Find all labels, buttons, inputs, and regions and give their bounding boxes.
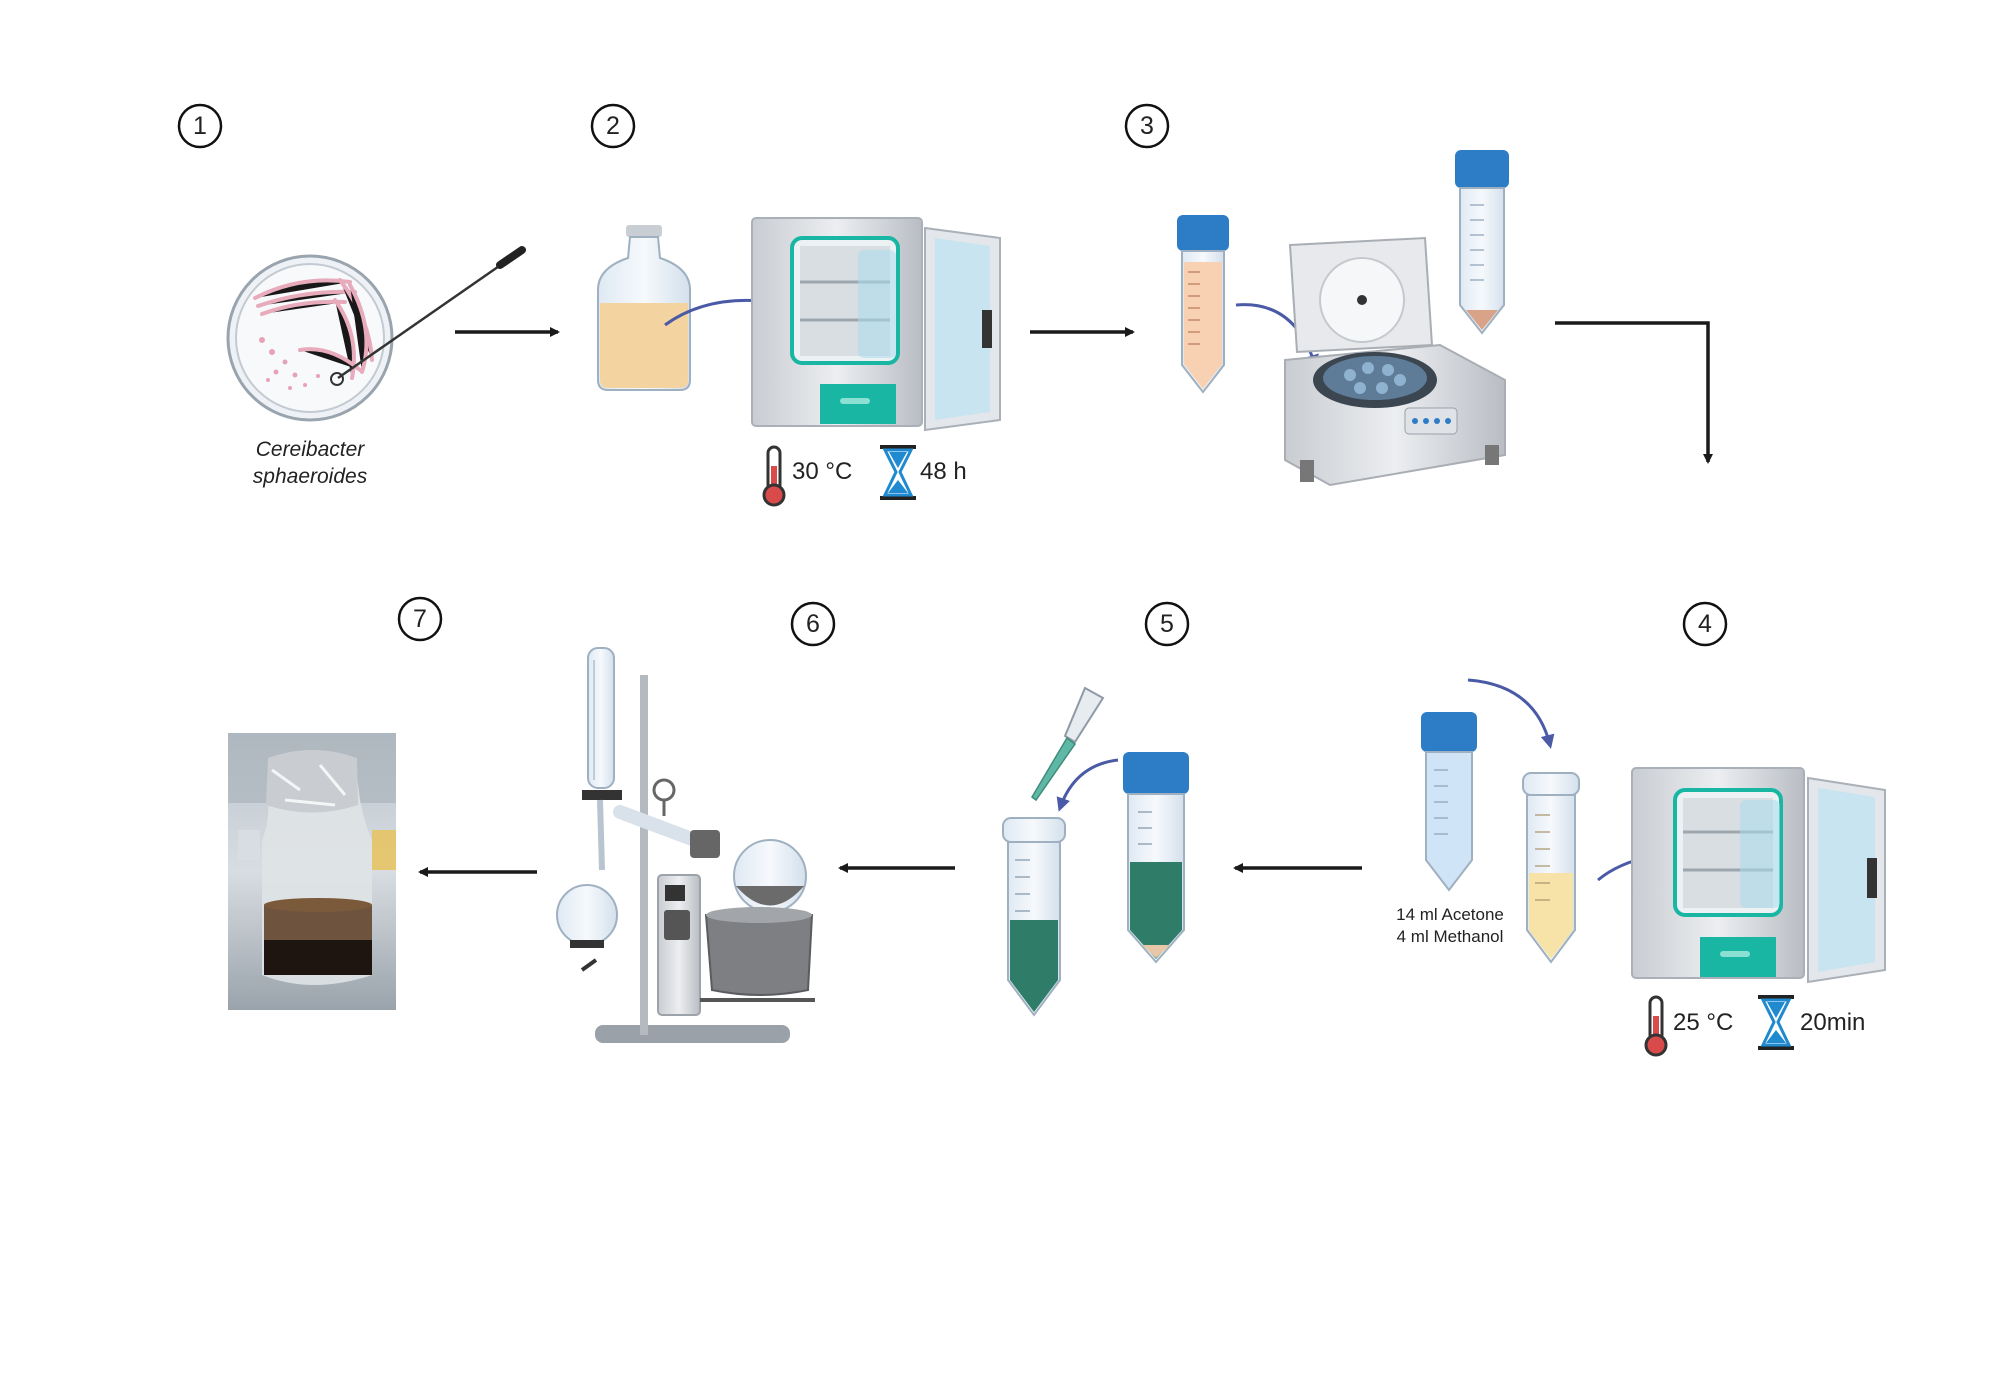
incubation-temperature-1: 30 °C (792, 458, 853, 485)
solvent-acetone: 14 ml Acetone (1396, 905, 1504, 924)
organism-genus: Cereibacter (255, 438, 365, 461)
extract-vial-photo (228, 733, 396, 1010)
thermometer-icon (762, 445, 786, 507)
transfer-arrow-icon (1467, 678, 1555, 749)
solvent-volumes: 14 ml Acetone 4 ml Methanol (1370, 904, 1530, 948)
falcon-tube-icon (1522, 772, 1580, 964)
inoculation-loop-icon (330, 246, 526, 386)
incubation-temperature-2: 25 °C (1673, 1009, 1734, 1036)
culture-bottle-icon (597, 225, 691, 391)
step-number-6: 6 (806, 610, 820, 638)
step-number-3: 3 (1140, 112, 1154, 140)
step-circles (177, 103, 1728, 647)
petri-dish-icon (226, 254, 394, 422)
falcon-tube-icon (1002, 817, 1066, 1017)
rotary-evaporator-icon (556, 647, 815, 1043)
solvent-methanol: 4 ml Methanol (1396, 927, 1504, 946)
centrifuge-icon (1284, 236, 1506, 487)
incubator-icon (1631, 767, 1886, 984)
transfer-arrow-icon (1056, 758, 1119, 812)
step-number-4: 4 (1698, 610, 1712, 638)
incubator-icon (751, 217, 1001, 432)
step-number-7: 7 (413, 605, 427, 633)
incubation-time-1: 48 h (920, 458, 967, 485)
process-arrows (418, 321, 1713, 877)
step-number-2: 2 (606, 112, 620, 140)
falcon-tube-icon (1421, 712, 1477, 892)
hourglass-icon (880, 445, 916, 500)
thermometer-icon (1644, 995, 1668, 1057)
step-number-1: 1 (193, 112, 207, 140)
falcon-tube-icon (1123, 752, 1189, 964)
organism-name: Cereibacter sphaeroides (230, 436, 390, 490)
step-number-5: 5 (1160, 610, 1174, 638)
organism-species: sphaeroides (252, 465, 368, 488)
incubation-time-2: 20min (1800, 1009, 1866, 1036)
falcon-tube-icon (1455, 150, 1509, 335)
pipette-icon (1031, 686, 1105, 802)
falcon-tube-icon (1177, 215, 1229, 394)
hourglass-icon (1758, 995, 1794, 1050)
